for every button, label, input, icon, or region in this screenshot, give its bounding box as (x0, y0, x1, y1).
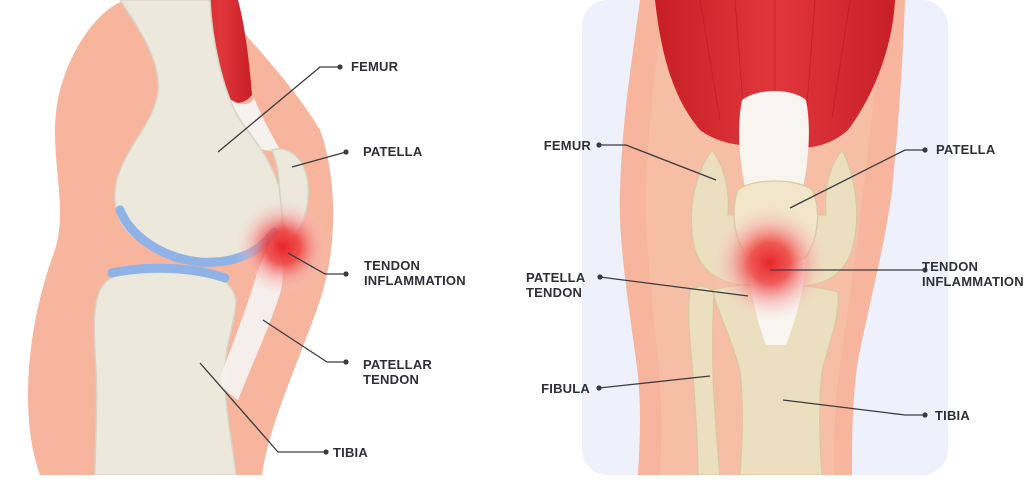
side-patellar-tendon-leader (262, 319, 346, 363)
front-patella-tendon-leader (599, 276, 749, 297)
side-femur-leader (217, 66, 340, 153)
front-tibia-label-text: TIBIA (935, 408, 970, 423)
front-quadriceps-tendon (739, 91, 809, 200)
side-tibia-label: TIBIA (333, 445, 368, 460)
side-patellar-tendon-line1: PATELLAR (363, 357, 432, 372)
front-leader-dots (596, 142, 928, 418)
front-fibula-label: FIBULA (528, 381, 590, 396)
front-inflammation-spot (712, 205, 828, 321)
front-leader-lines (598, 144, 925, 416)
side-tendon-inflammation-line1: TENDON (364, 258, 421, 273)
front-tendon-inflammation-line2: INFLAMMATION (922, 274, 1024, 289)
side-patellar-tendon-line2: TENDON (363, 372, 420, 387)
front-patella-label: PATELLA (936, 142, 995, 157)
side-view (28, 0, 349, 476)
side-tibia-bone (93, 265, 237, 476)
front-fibula-leader (598, 375, 711, 389)
side-tibia-label-text: TIBIA (333, 445, 368, 460)
side-patellar-tendon-label: PATELLAR TENDON (363, 357, 432, 387)
front-tendon-inflammation-line1: TENDON (922, 259, 979, 274)
side-tibia-leader (199, 362, 326, 453)
side-leader-dots (323, 64, 349, 455)
front-view (582, 0, 948, 476)
side-patella-leader (291, 151, 347, 168)
side-tendon-inflammation-leader (287, 252, 346, 275)
front-fibula-bone (688, 285, 721, 476)
side-femur-label-text: FEMUR (351, 59, 399, 74)
side-tibia-cartilage (107, 263, 230, 283)
side-patella-label-text: PATELLA (363, 144, 423, 159)
front-patella-tendon-line2: TENDON (526, 285, 583, 300)
front-patella-leader (789, 149, 925, 209)
front-patella-label-text: PATELLA (936, 142, 996, 157)
side-tendon-inflammation-label: TENDON INFLAMMATION (364, 258, 466, 288)
side-patella-label: PATELLA (363, 144, 422, 159)
side-inflammation-spot (235, 199, 331, 295)
front-femur-leader (599, 144, 717, 181)
front-tibia-leader (782, 399, 925, 416)
front-patella-tendon-line1: PATELLA (526, 270, 586, 285)
side-tendon-inflammation-line2: INFLAMMATION (364, 273, 466, 288)
side-femur-label: FEMUR (351, 59, 398, 74)
front-patella-tendon-label: PATELLA TENDON (526, 270, 585, 300)
front-fibula-label-text: FIBULA (541, 381, 590, 396)
front-femur-label: FEMUR (533, 138, 591, 153)
front-tendon-inflammation-label: TENDON INFLAMMATION (922, 259, 1024, 289)
side-leader-lines (199, 66, 347, 453)
front-tibia-label: TIBIA (935, 408, 970, 423)
front-femur-label-text: FEMUR (543, 138, 591, 153)
